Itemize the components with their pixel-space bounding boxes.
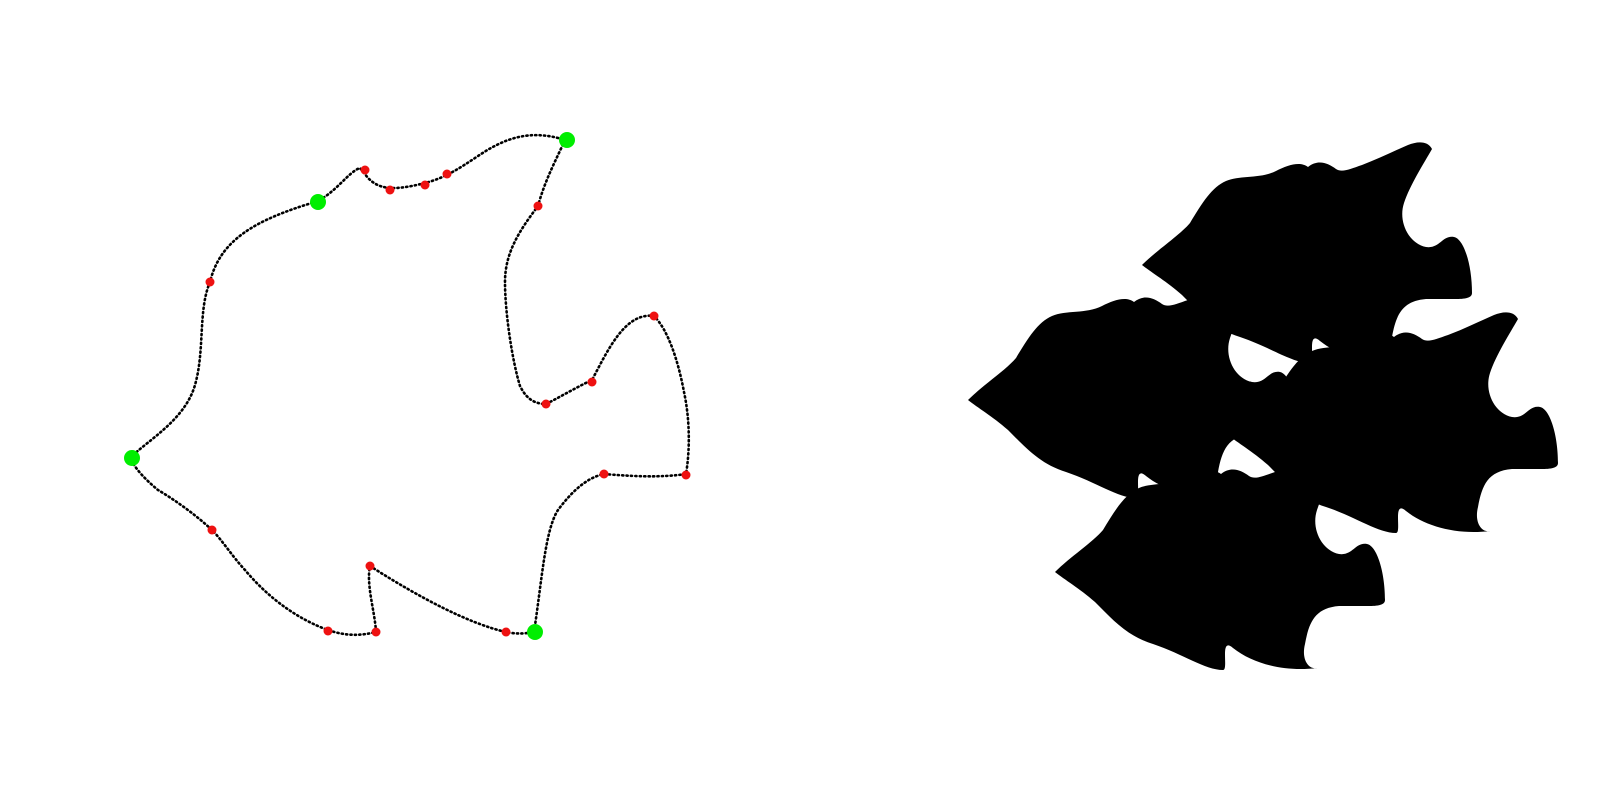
control-point[interactable] xyxy=(681,470,691,480)
control-point[interactable] xyxy=(385,185,395,195)
vertex-point[interactable] xyxy=(527,624,543,640)
control-point[interactable] xyxy=(649,311,659,321)
vertex-point[interactable] xyxy=(310,194,326,210)
vertex-point[interactable] xyxy=(124,450,140,466)
tile-outline-editor[interactable] xyxy=(124,132,691,640)
control-point[interactable] xyxy=(420,180,430,190)
vertex-point[interactable] xyxy=(559,132,575,148)
vertices xyxy=(124,132,575,640)
control-points xyxy=(205,165,691,637)
control-point[interactable] xyxy=(365,561,375,571)
control-point[interactable] xyxy=(360,165,370,175)
control-point[interactable] xyxy=(587,377,597,387)
control-point[interactable] xyxy=(323,626,333,636)
control-point[interactable] xyxy=(501,627,511,637)
tile-outline-curve[interactable] xyxy=(128,133,691,637)
control-point[interactable] xyxy=(533,201,543,211)
control-point[interactable] xyxy=(599,469,609,479)
control-point[interactable] xyxy=(207,525,217,535)
control-point[interactable] xyxy=(205,277,215,287)
control-point[interactable] xyxy=(442,169,452,179)
control-point[interactable] xyxy=(541,399,551,409)
tessellation-preview xyxy=(968,142,1558,670)
control-point[interactable] xyxy=(371,627,381,637)
